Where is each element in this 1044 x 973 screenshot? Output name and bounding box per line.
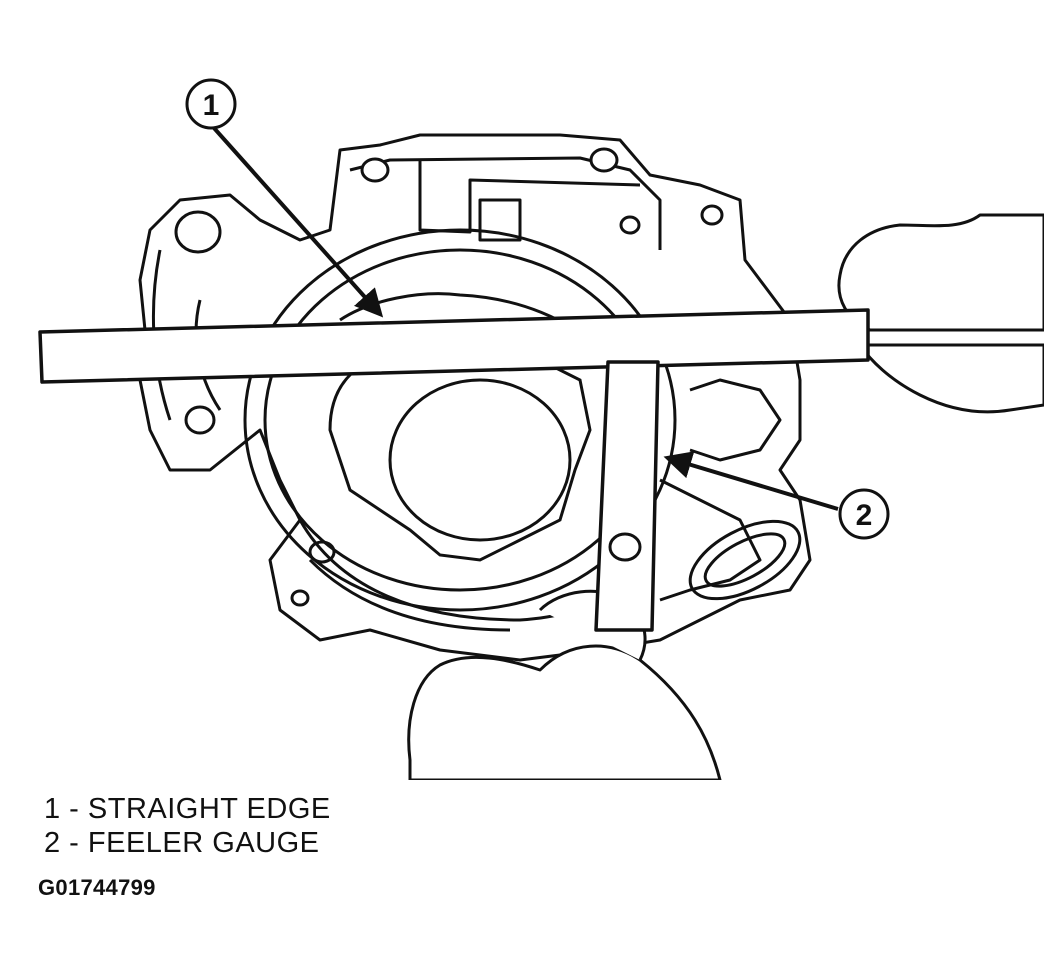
callout-2: 2 [663,451,890,540]
callout-1: 1 [185,78,384,318]
hands [407,213,1044,780]
legend: 1 - STRAIGHT EDGE 2 - FEELER GAUGE [44,792,331,860]
straight-edge [38,308,870,384]
pump-cover-illustration: 1 2 [38,78,1044,780]
callout-1-number: 1 [203,89,220,122]
legend-item-straight-edge: 1 - STRAIGHT EDGE [44,793,331,825]
figure-id: G01744799 [38,875,156,900]
callout-2-number: 2 [856,499,873,532]
outlet-port [688,519,802,601]
legend-item-feeler-gauge: 2 - FEELER GAUGE [44,827,320,859]
feeler-gauge [594,360,660,632]
